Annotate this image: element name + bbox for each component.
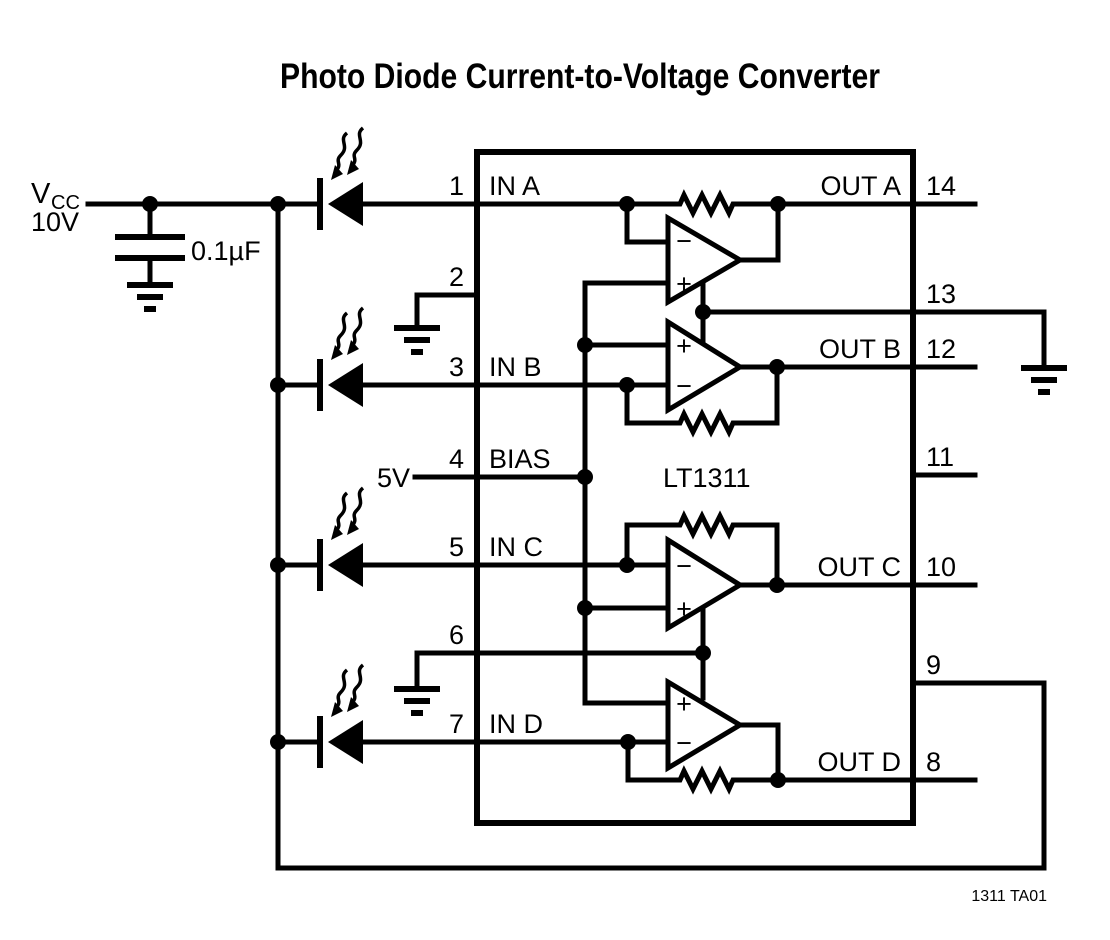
resistor-b [669,408,745,438]
opamp-c-minus: − [676,551,692,581]
port-in-d: IN D [489,709,543,739]
pin-12-number: 12 [926,334,956,364]
opamp-c-plus: + [676,594,692,624]
resistor-c [669,510,745,540]
port-out-b: OUT B [819,334,901,364]
figure-note: 1311 TA01 [971,888,1047,905]
chip-name: LT1311 [663,463,751,493]
opamp-d-triangle [665,677,745,773]
port-out-c: OUT C [817,552,901,582]
supply-labels: V CC 10V 0.1µF 5V [31,178,410,493]
bias-voltage: 5V [377,463,410,493]
port-out-a: OUT A [820,171,901,201]
light-arrow [329,311,349,362]
ground-symbol-cap [127,285,173,309]
resistor-a [669,189,745,219]
opamps: − + + − − + + − [665,213,745,773]
light-arrow [345,663,365,714]
port-in-b: IN B [489,352,542,382]
photodiode-d-anode [328,720,363,764]
ic-outline [474,149,916,826]
ground-symbol-pin2 [394,328,440,352]
light-arrow [329,668,349,719]
pin-2-number: 2 [449,262,464,292]
port-in-c: IN C [489,532,543,562]
capacitor-value: 0.1µF [191,236,261,266]
opamp-b-minus: − [676,371,692,401]
photodiode-a-anode [328,182,363,226]
pin-11-number: 11 [926,442,954,472]
feedback-resistors [669,189,745,795]
ground-symbol-pin13 [1021,368,1067,392]
pin-8-number: 8 [926,747,941,777]
pin-4-number: 4 [449,444,464,474]
opamp-a-minus: − [676,226,692,256]
opamp-c-triangle [665,535,745,633]
light-arrow [329,131,349,182]
pin-6-number: 6 [449,620,464,650]
wire-opamp-a [624,201,781,263]
light-arrow [345,486,365,537]
photodiode-b-anode [328,363,363,407]
vcc-subscript: CC [51,192,80,214]
resistor-d [669,765,745,795]
pin-13-number: 13 [926,279,956,309]
opamp-a-triangle [665,213,745,307]
pin-7-number: 7 [449,709,464,739]
port-bias: BIAS [489,444,551,474]
photodiode-b [317,306,365,411]
ic-port-labels: IN A IN B BIAS IN C IN D OUT A OUT B OUT… [489,171,901,777]
junction-dots [142,196,786,788]
opamp-a-plus: + [676,269,692,299]
light-arrow [329,491,349,542]
wire-bias-rail [412,280,671,706]
wire-left-rail-and-wrap [275,201,1047,871]
port-in-a: IN A [489,171,540,201]
photodiode-c-anode [328,543,363,587]
pin-5-number: 5 [449,532,464,562]
pin-3-number: 3 [449,352,464,382]
light-arrow [345,306,365,357]
opamp-b-triangle [665,317,745,415]
ground-symbol-pin6 [394,689,440,713]
pin-14-number: 14 [926,171,956,201]
vcc-label: V [31,178,51,210]
opamp-d-minus: − [676,728,692,758]
page-title: Photo Diode Current-to-Voltage Converter [280,57,880,96]
photodiodes [317,126,365,768]
opamp-d-plus: + [676,689,692,719]
right-pin-numbers: 14 13 12 11 10 9 8 [926,171,956,777]
opamp-b-plus: + [676,331,692,361]
wires [85,201,1047,871]
capacitor-plates [115,234,185,261]
photodiode-a [317,126,365,230]
pin-10-number: 10 [926,552,956,582]
left-pin-numbers: 1 2 3 4 5 6 7 [449,171,464,739]
photodiode-c [317,486,365,591]
vcc-voltage: 10V [31,207,79,237]
light-arrow [345,126,365,177]
wire-pin2-net [414,292,480,330]
photodiode-d [317,663,365,768]
pin-1-number: 1 [449,171,464,201]
port-out-d: OUT D [817,747,901,777]
pin-9-number: 9 [926,650,941,680]
